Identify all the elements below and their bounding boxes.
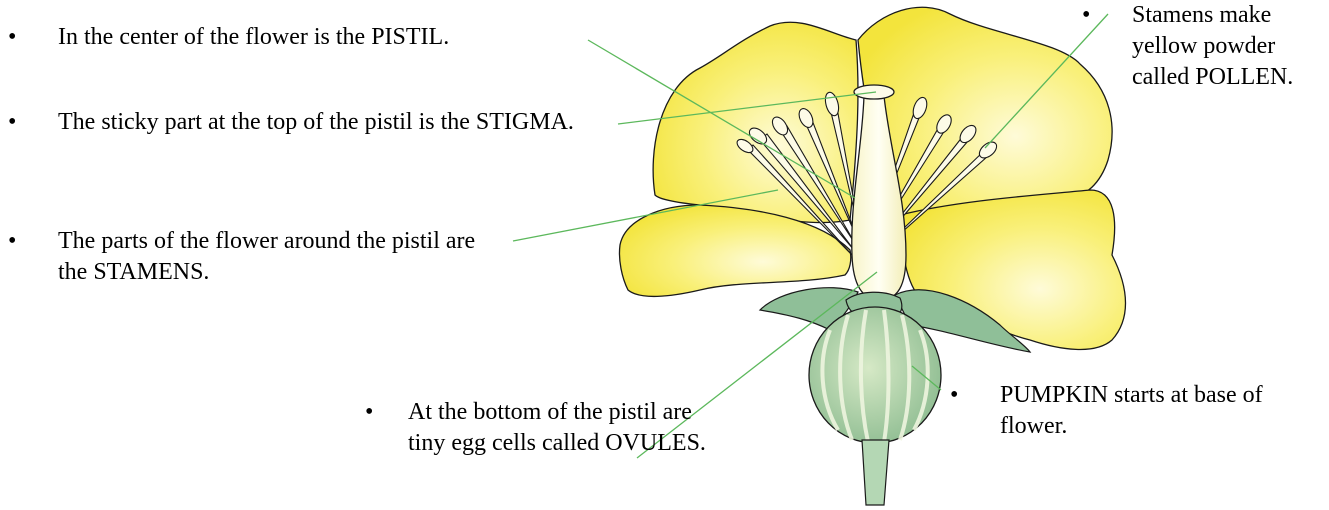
label-ovules: • At the bottom of the pistil are tiny e… [365,397,708,459]
bullet-glyph: • [365,397,373,428]
bullet-glyph: • [1082,0,1090,31]
label-stigma-text: The sticky part at the top of the pistil… [58,107,618,138]
stem [862,440,889,505]
ovary [809,307,941,443]
label-pollen: • Stamens make yellow powder called POLL… [1082,0,1329,93]
bullet-glyph: • [950,380,958,411]
label-pistil: • In the center of the flower is the PIS… [8,22,449,53]
label-pollen-text: Stamens make yellow powder called POLLEN… [1132,0,1329,93]
label-stamens-text: The parts of the flower around the pisti… [58,226,508,288]
label-pistil-text: In the center of the flower is the PISTI… [58,22,449,53]
label-stigma: • The sticky part at the top of the pist… [8,107,618,138]
label-stamens: • The parts of the flower around the pis… [8,226,508,288]
label-ovules-text: At the bottom of the pistil are tiny egg… [408,397,708,459]
petal-top-left [653,22,858,222]
bullet-glyph: • [8,22,16,53]
ovary-body [809,307,941,443]
label-pumpkin-text: PUMPKIN starts at base of flower. [1000,380,1270,442]
bullet-glyph: • [8,107,16,138]
label-pumpkin: • PUMPKIN starts at base of flower. [950,380,1270,442]
bullet-glyph: • [8,226,16,257]
